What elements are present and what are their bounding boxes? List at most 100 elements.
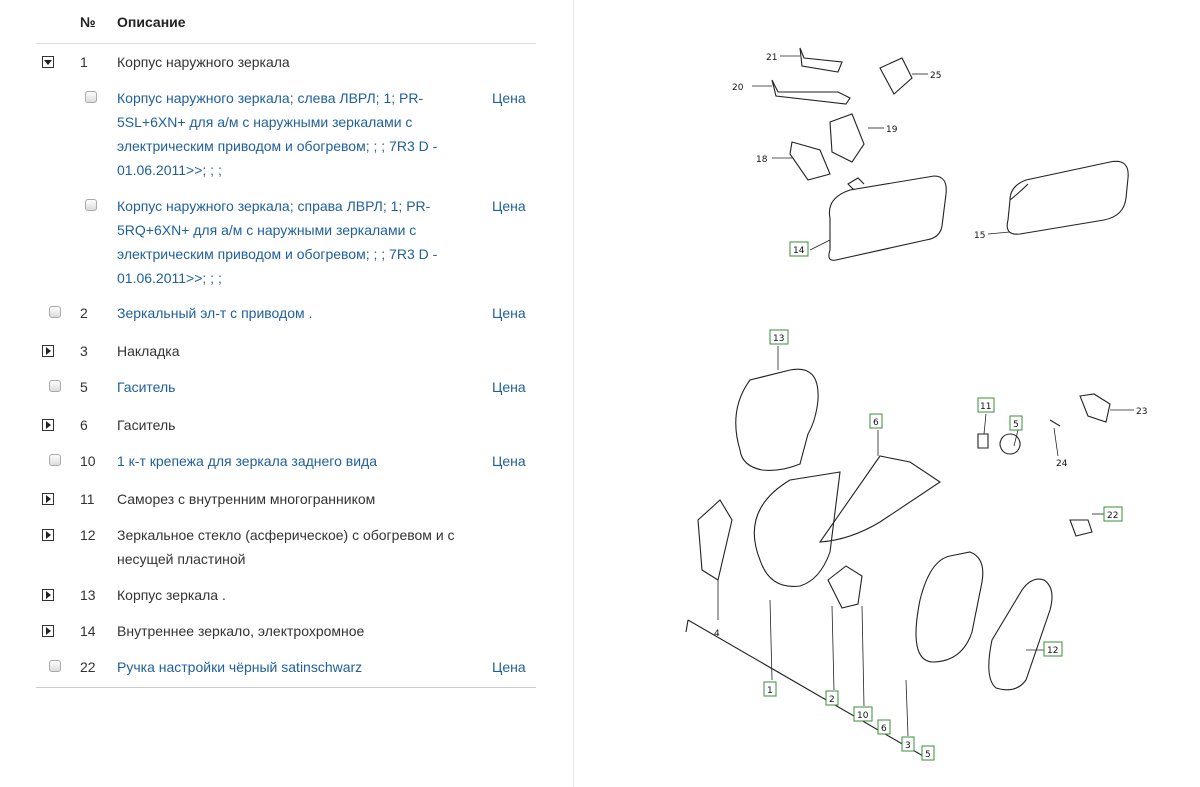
callout-2: 2 xyxy=(825,690,839,706)
row-checkbox[interactable] xyxy=(49,660,61,672)
callout-5: 5 xyxy=(1009,415,1023,431)
callout-11: 11 xyxy=(977,397,995,413)
price-link[interactable]: Цена xyxy=(492,90,526,106)
part-number: 11 xyxy=(80,491,95,507)
callout-21: 21 xyxy=(766,53,777,63)
svg-text:13: 13 xyxy=(773,334,784,344)
callout-13: 13 xyxy=(769,329,789,345)
table-row[interactable]: 13 Корпус зеркала . xyxy=(36,583,536,607)
part-desc: Зеркальное стекло (асферическое) с обогр… xyxy=(117,523,479,571)
table-row[interactable]: 22 Ручка настройки чёрный satinschwarz Ц… xyxy=(36,655,536,679)
desc-line: Корпус наружного зеркала; слева ЛВРЛ; 1;… xyxy=(117,90,424,106)
parts-diagram: 21 20 25 19 18 15 23 24 4 14 13 11 5 6 2… xyxy=(685,47,1147,761)
desc-line: 5RQ+6XN+ для а/м с наружными зеркалами с xyxy=(117,222,417,238)
triangle-right-icon xyxy=(46,495,51,503)
part-desc-link[interactable]: Гаситель xyxy=(117,379,176,395)
collapse-toggle[interactable] xyxy=(42,56,54,68)
table-row[interactable]: 14 Внутреннее зеркало, электрохромное xyxy=(36,619,536,643)
header-num: № xyxy=(80,13,96,30)
desc-line: электрическим приводом и обогревом; ; ; … xyxy=(117,246,438,262)
table-row[interactable]: 12 Зеркальное стекло (асферическое) с об… xyxy=(36,523,536,571)
part-desc: Корпус наружного зеркала xyxy=(117,54,290,70)
part-number: 10 xyxy=(80,453,96,469)
price-link[interactable]: Цена xyxy=(492,453,526,469)
part-desc: Корпус зеркала . xyxy=(117,587,226,603)
row-checkbox[interactable] xyxy=(49,380,61,392)
svg-text:11: 11 xyxy=(980,402,991,412)
price-link[interactable]: Цена xyxy=(492,659,526,675)
part-number: 2 xyxy=(80,305,88,321)
parts-table: № Описание 1 Корпус наружного зеркала Ко… xyxy=(36,0,536,688)
header-desc: Описание xyxy=(117,13,186,30)
desc-line: 01.06.2011>>; ; ; xyxy=(117,270,222,286)
price-link[interactable]: Цена xyxy=(492,198,526,214)
desc-line: 5SL+6XN+ для а/м с наружными зеркалами с xyxy=(117,114,413,130)
callout-25: 25 xyxy=(930,71,941,81)
svg-text:22: 22 xyxy=(1107,511,1118,521)
callout-24: 24 xyxy=(1056,459,1068,469)
part-number: 14 xyxy=(80,623,96,639)
expand-toggle[interactable] xyxy=(42,345,54,357)
part-desc: Гаситель xyxy=(117,417,176,433)
expand-toggle[interactable] xyxy=(42,625,54,637)
callout-5b: 5 xyxy=(921,745,935,761)
table-row[interactable]: 2 Зеркальный эл-т с приводом . Цена xyxy=(36,301,536,325)
callout-3: 3 xyxy=(901,736,915,752)
table-bottom-border xyxy=(36,687,536,688)
table-row[interactable]: 3 Накладка xyxy=(36,339,536,363)
part-desc-link[interactable]: Корпус наружного зеркала; слева ЛВРЛ; 1;… xyxy=(117,86,479,182)
callout-6b: 6 xyxy=(877,719,891,735)
callout-12: 12 xyxy=(1043,641,1063,657)
part-number: 1 xyxy=(80,54,88,70)
part-desc-link[interactable]: 1 к-т крепежа для зеркала заднего вида xyxy=(117,453,377,469)
row-checkbox[interactable] xyxy=(85,91,97,103)
part-desc-link[interactable]: Зеркальный эл-т с приводом . xyxy=(117,305,313,321)
triangle-down-icon xyxy=(44,60,52,65)
expand-toggle[interactable] xyxy=(42,493,54,505)
svg-text:12: 12 xyxy=(1047,646,1058,656)
expand-toggle[interactable] xyxy=(42,419,54,431)
expand-toggle[interactable] xyxy=(42,589,54,601)
row-checkbox[interactable] xyxy=(49,454,61,466)
part-number: 6 xyxy=(80,417,88,433)
svg-text:2: 2 xyxy=(829,695,835,705)
svg-text:6: 6 xyxy=(881,724,887,734)
callout-4: 4 xyxy=(714,629,720,639)
svg-text:10: 10 xyxy=(857,711,869,721)
row-checkbox[interactable] xyxy=(49,306,61,318)
table-row[interactable]: 10 1 к-т крепежа для зеркала заднего вид… xyxy=(36,449,536,473)
table-row[interactable]: 5 Гаситель Цена xyxy=(36,375,536,399)
part-desc: Внутреннее зеркало, электрохромное xyxy=(117,623,365,639)
callout-10: 10 xyxy=(853,706,873,722)
table-row[interactable]: 11 Саморез с внутренним многогранником xyxy=(36,487,536,511)
part-number: 22 xyxy=(80,659,96,675)
svg-text:1: 1 xyxy=(767,686,773,696)
callout-6: 6 xyxy=(869,413,883,429)
part-number: 13 xyxy=(80,587,96,603)
callout-19: 19 xyxy=(886,125,898,135)
price-link[interactable]: Цена xyxy=(492,305,526,321)
desc-line: несущей пластиной xyxy=(117,551,246,567)
svg-text:6: 6 xyxy=(873,418,879,428)
triangle-right-icon xyxy=(46,627,51,635)
triangle-right-icon xyxy=(46,347,51,355)
desc-line: Корпус наружного зеркала; справа ЛВРЛ; 1… xyxy=(117,198,431,214)
triangle-right-icon xyxy=(46,531,51,539)
table-row[interactable]: 6 Гаситель xyxy=(36,413,536,437)
part-desc-link[interactable]: Корпус наружного зеркала; справа ЛВРЛ; 1… xyxy=(117,194,479,290)
table-row[interactable]: Корпус наружного зеркала; слева ЛВРЛ; 1;… xyxy=(36,86,536,182)
callout-22: 22 xyxy=(1103,506,1123,522)
part-desc: Саморез с внутренним многогранником xyxy=(117,491,376,507)
svg-text:5: 5 xyxy=(1013,420,1019,430)
part-desc: Накладка xyxy=(117,343,180,359)
triangle-right-icon xyxy=(46,591,51,599)
table-row[interactable]: Корпус наружного зеркала; справа ЛВРЛ; 1… xyxy=(36,194,536,290)
part-desc-link[interactable]: Ручка настройки чёрный satinschwarz xyxy=(117,659,363,675)
callout-20: 20 xyxy=(732,83,744,93)
part-number: 12 xyxy=(80,527,96,543)
part-number: 5 xyxy=(80,379,88,395)
row-checkbox[interactable] xyxy=(85,199,97,211)
table-row[interactable]: 1 Корпус наружного зеркала xyxy=(36,50,536,74)
price-link[interactable]: Цена xyxy=(492,379,526,395)
expand-toggle[interactable] xyxy=(42,529,54,541)
